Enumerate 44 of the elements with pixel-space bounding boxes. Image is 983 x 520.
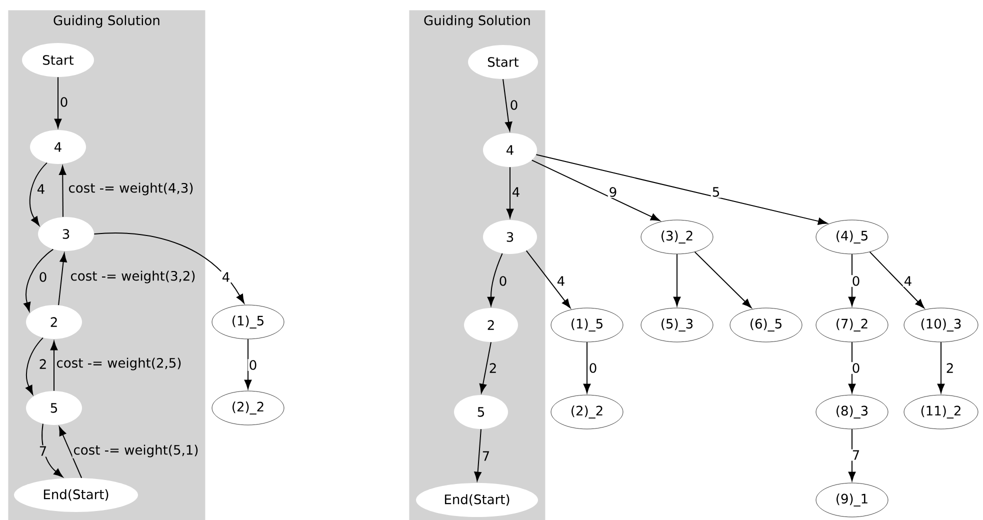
arrow (244, 338, 252, 390)
arrow (869, 251, 924, 308)
edge-label: 0 (588, 362, 598, 374)
arrow (54, 76, 62, 128)
edge-label: 0 (850, 275, 862, 287)
arrow (848, 342, 856, 394)
arrow (29, 162, 48, 226)
arrow (59, 166, 66, 218)
arrow (94, 232, 244, 304)
arrow (474, 428, 482, 482)
arrow (694, 251, 752, 308)
edge-label: 0 (248, 359, 258, 371)
arrow (487, 253, 503, 306)
arrow (58, 426, 82, 478)
edge-label: 0 (850, 362, 862, 374)
arrow (50, 340, 58, 392)
arrow (848, 254, 856, 306)
arrow (26, 337, 44, 395)
edge-label: cost -= weight(5,1) (72, 444, 200, 458)
arrow (673, 254, 681, 306)
edge-label: 0 (498, 275, 508, 287)
arrow (531, 160, 660, 222)
edge-label: cost -= weight(2,5) (55, 356, 183, 372)
edge-label: cost -= weight(3,2) (69, 270, 197, 284)
edge-label: 0 (508, 99, 520, 111)
arrow (583, 342, 591, 394)
edge-label: 0 (38, 271, 48, 283)
edge-label: 5 (710, 186, 722, 198)
arrow (937, 342, 945, 394)
arrow (42, 423, 64, 478)
arrow (848, 428, 856, 482)
edge-label: 0 (58, 96, 70, 108)
edge-label: 2 (488, 362, 498, 374)
arrow (526, 250, 571, 308)
arrow (24, 248, 54, 312)
arrow (506, 166, 514, 218)
arrow (536, 154, 828, 225)
edge-label: cost -= weight(4,3) (67, 182, 195, 196)
arrow (502, 78, 512, 132)
edge-label: 2 (944, 362, 956, 374)
edge-label: 9 (608, 186, 618, 198)
arrow (479, 342, 492, 394)
edge-label: 2 (38, 358, 48, 370)
arrow (58, 252, 67, 306)
